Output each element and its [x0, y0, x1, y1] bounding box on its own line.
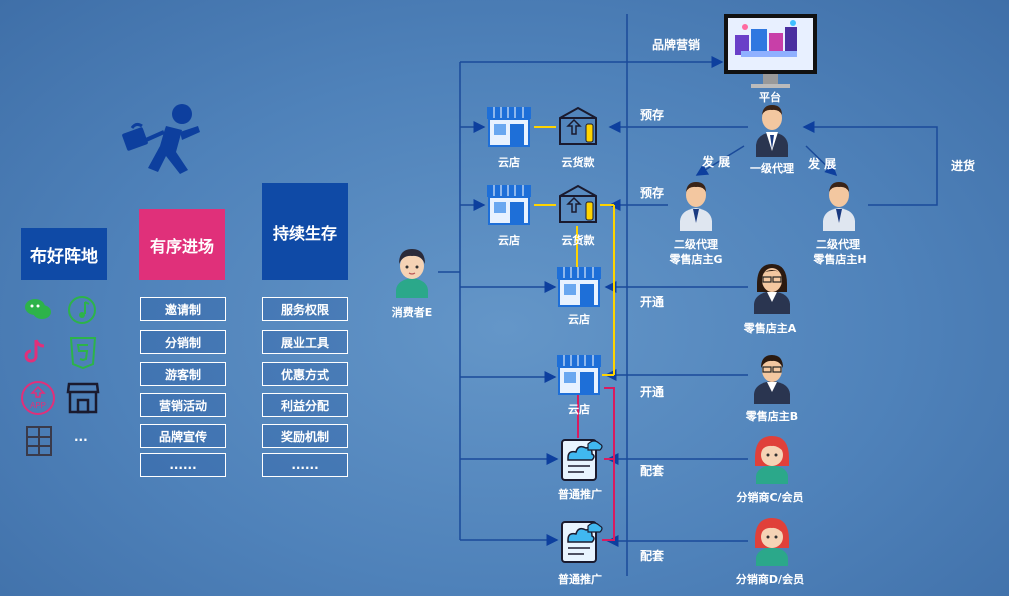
retailer-b-avatar-icon — [754, 355, 790, 404]
node-agent2h-sublabel: 零售店主H — [813, 253, 867, 266]
promo-label-2: 普通推广 — [558, 573, 602, 586]
edge-label-restock: 进货 — [951, 159, 976, 173]
cloud-store-label-3: 云店 — [568, 313, 590, 326]
cloud-store-icon — [557, 355, 601, 395]
cloud-store-icon — [487, 107, 531, 147]
platform-monitor-icon — [724, 14, 817, 88]
tiktok-icon — [24, 339, 45, 363]
block2-title: 有序进场 — [139, 209, 225, 280]
cloud-store-label-4: 云店 — [568, 403, 590, 416]
block3-item: 服务权限 — [262, 297, 348, 321]
block2-item: 营销活动 — [140, 393, 226, 417]
cloud-goods-icon — [559, 184, 597, 223]
node-retailer-b-label: 零售店主B — [745, 410, 799, 423]
agent2h-avatar-icon — [823, 182, 855, 231]
edge-label-develop-1: 发 展 — [702, 155, 731, 169]
retailer-a-avatar-icon — [754, 264, 790, 314]
node-agent1-label: 一级代理 — [750, 162, 794, 175]
promo-label-1: 普通推广 — [558, 488, 602, 501]
block3-item: 优惠方式 — [262, 362, 348, 386]
node-distributor-c-label: 分销商C/会员 — [736, 491, 804, 504]
edge-label-develop-2: 发 展 — [808, 157, 837, 171]
node-distributor-d-label: 分销商D/会员 — [735, 573, 805, 586]
promo-card-icon — [561, 439, 603, 481]
node-retailer-a-label: 零售店主A — [743, 322, 797, 335]
consumer-avatar-icon — [396, 249, 428, 298]
agent1-avatar-icon — [756, 105, 788, 157]
block3-item: 奖励机制 — [262, 424, 348, 448]
runner-icon — [122, 104, 200, 174]
block3-title: 持续生存 — [262, 183, 348, 280]
block2-item: 分销制 — [140, 330, 226, 354]
edge-label-brand: 品牌营销 — [652, 38, 701, 52]
node-platform-label: 平台 — [759, 91, 781, 104]
block2-item: 品牌宣传 — [140, 424, 226, 448]
cloud-store-icon — [487, 185, 531, 225]
node-agent2g-label: 二级代理 — [674, 238, 718, 251]
distributor-c-avatar-icon — [755, 436, 789, 484]
app-icon: APP — [21, 381, 55, 415]
edge-label-support-1: 配套 — [640, 464, 665, 478]
node-agent2g-sublabel: 零售店主G — [669, 253, 723, 266]
cabinet-icon — [26, 426, 52, 456]
node-consumer-label: 消费者E — [391, 306, 433, 319]
edge-label-prestore-1: 预存 — [640, 108, 665, 122]
cloud-store-label-2: 云店 — [498, 234, 520, 247]
block1-title: 布好阵地 — [21, 228, 107, 280]
cloud-goods-icon — [559, 106, 597, 145]
block2-item: 邀请制 — [140, 297, 226, 321]
node-agent2h-label: 二级代理 — [816, 238, 860, 251]
edge-label-open-2: 开通 — [640, 385, 665, 399]
cloud-store-icon — [557, 267, 601, 307]
agent2g-avatar-icon — [680, 182, 712, 231]
svg-text:APP: APP — [30, 401, 46, 410]
html5-icon — [69, 337, 97, 370]
wechat-icon — [25, 299, 51, 319]
store-icon — [66, 382, 100, 414]
edge-label-support-2: 配套 — [640, 549, 665, 563]
promo-card-icon — [561, 521, 603, 563]
cloud-goods-label-2: 云货款 — [561, 234, 595, 247]
cloud-goods-label-1: 云货款 — [561, 156, 595, 169]
block3-item: 利益分配 — [262, 393, 348, 417]
edge-label-open-1: 开通 — [640, 295, 665, 309]
music-note-icon — [68, 296, 96, 324]
block3-item: ...... — [262, 453, 348, 477]
cloud-store-label-1: 云店 — [498, 156, 520, 169]
block2-item: ...... — [140, 453, 226, 477]
more-icons-text: ... — [74, 430, 88, 444]
block3-item: 展业工具 — [262, 330, 348, 354]
block2-item: 游客制 — [140, 362, 226, 386]
distributor-d-avatar-icon — [755, 518, 789, 566]
edge-label-prestore-2: 预存 — [640, 186, 665, 200]
